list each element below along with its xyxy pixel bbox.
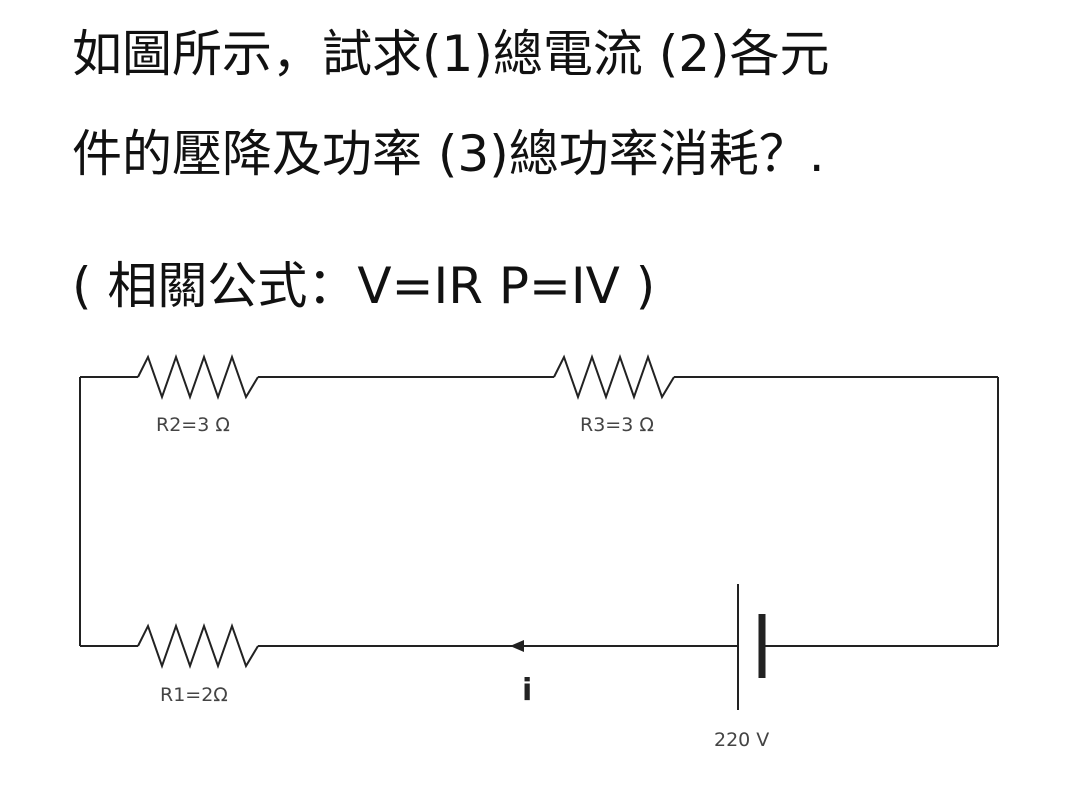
question-line-1: 如圖所示，試求(1)總電流 (2)各元 xyxy=(72,25,830,83)
source-voltage-label: 220 V xyxy=(714,729,769,751)
resistor-r1 xyxy=(137,622,259,670)
resistor-r3 xyxy=(553,353,675,401)
formula-line: ( 相關公式：V=IR P=IV ) xyxy=(72,257,656,315)
r3-label: R3=3 Ω xyxy=(580,414,654,436)
r1-label: R1=2Ω xyxy=(160,684,228,706)
r2-label: R2=3 Ω xyxy=(156,414,230,436)
current-arrow xyxy=(510,640,524,652)
resistor-r2 xyxy=(137,353,259,401)
current-label: i xyxy=(522,673,532,708)
question-line-2: 件的壓降及功率 (3)總功率消耗？. xyxy=(72,125,825,183)
